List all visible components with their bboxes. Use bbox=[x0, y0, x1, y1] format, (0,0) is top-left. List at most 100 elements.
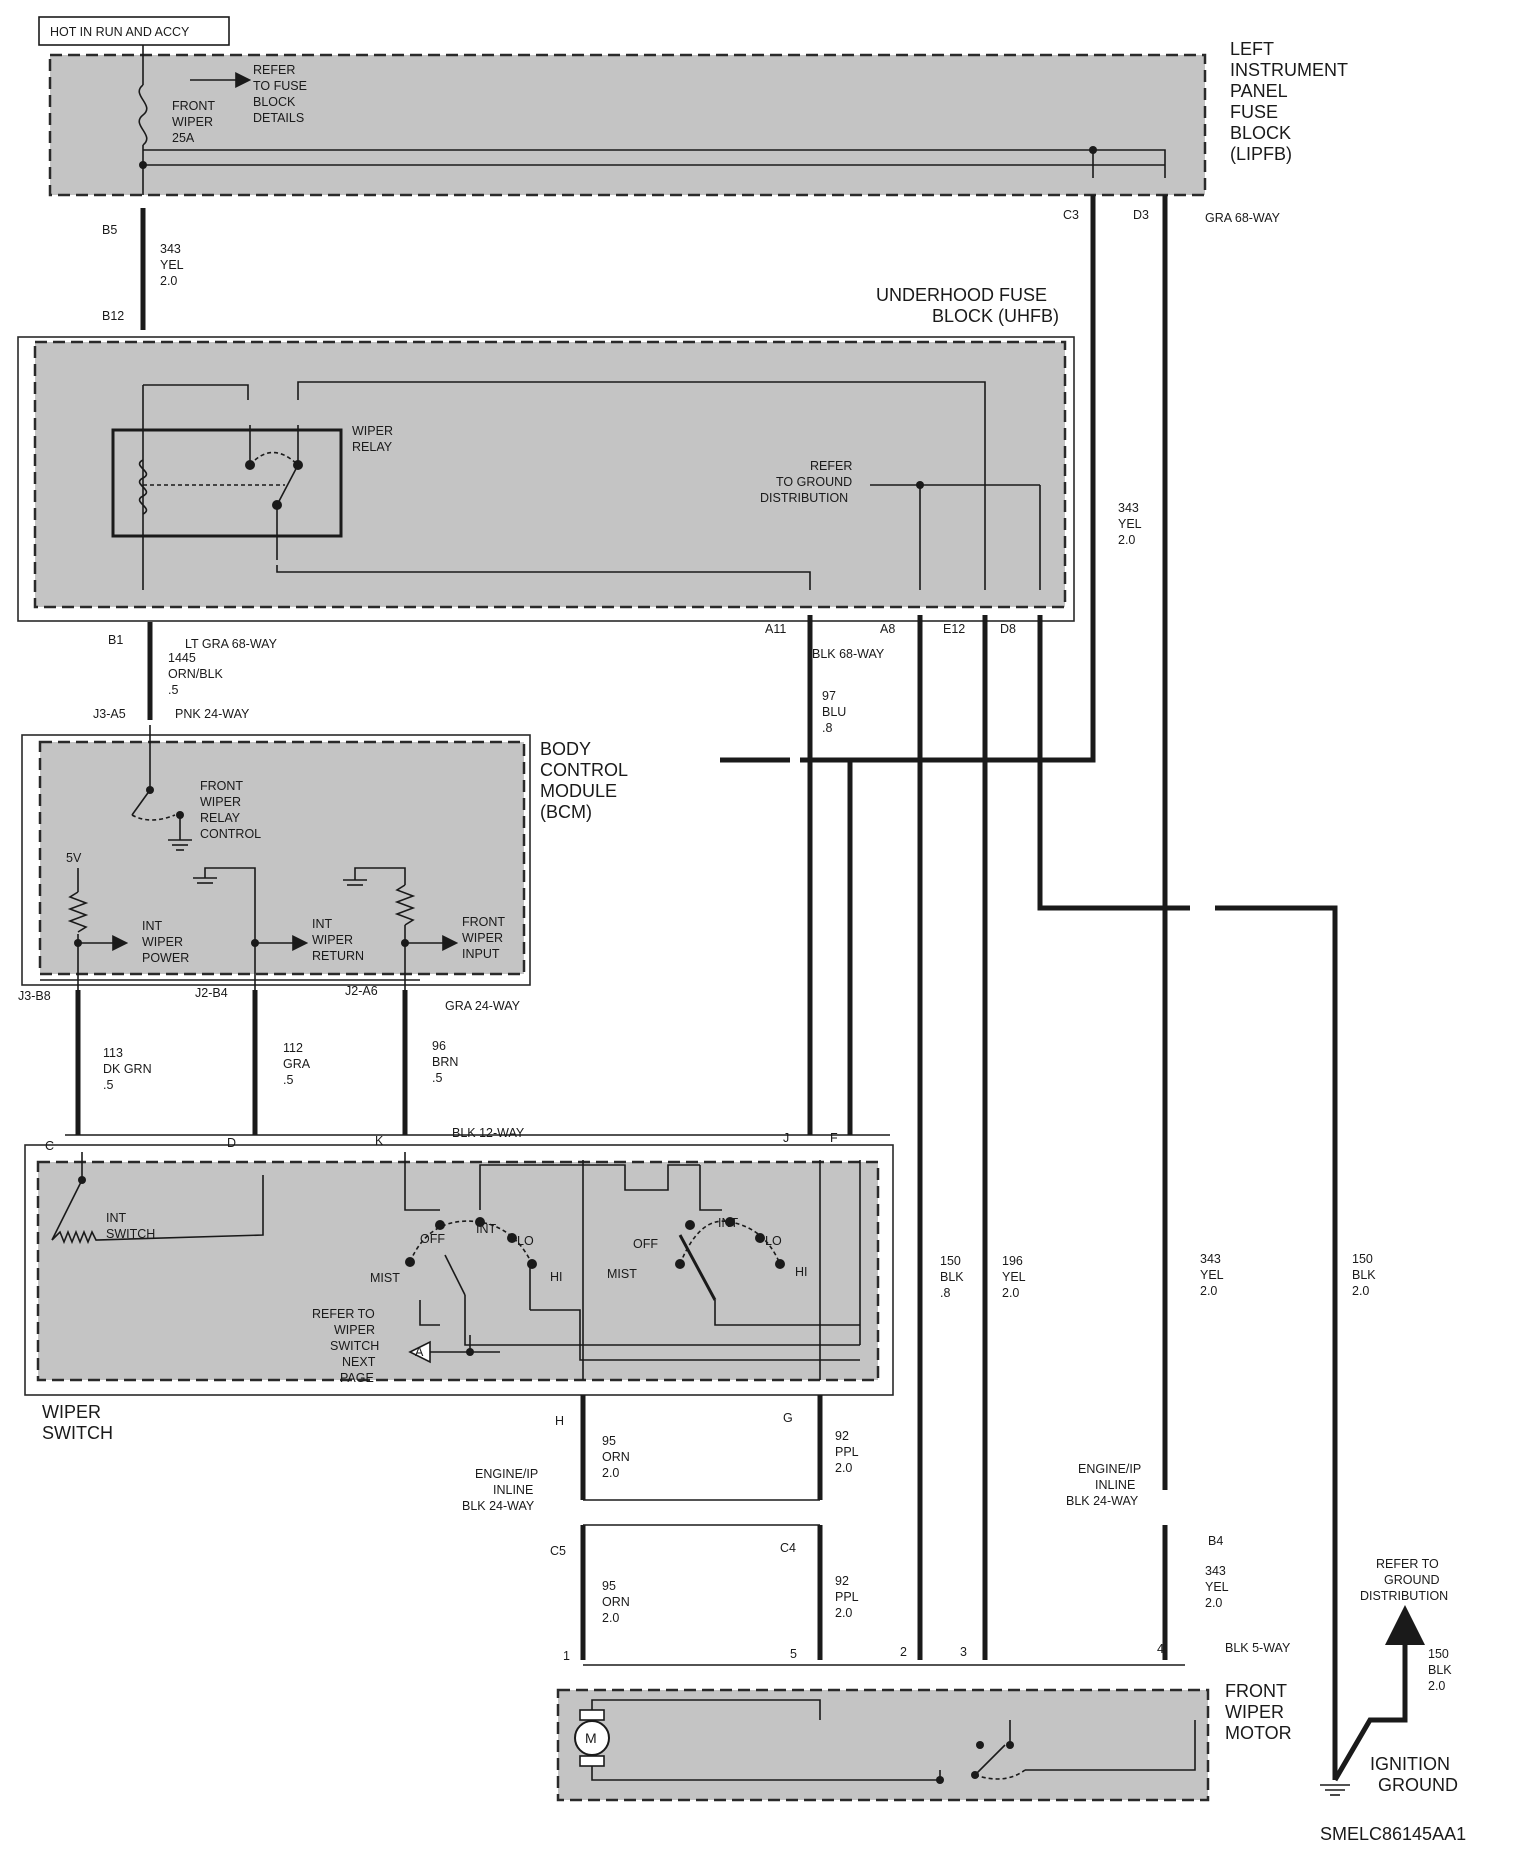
svg-text:1445: 1445 bbox=[168, 651, 196, 665]
svg-text:BLOCK: BLOCK bbox=[253, 95, 296, 109]
svg-text:.5: .5 bbox=[168, 683, 178, 697]
int-switch-label: INT SWITCH bbox=[106, 1211, 155, 1241]
svg-text:INSTRUMENT: INSTRUMENT bbox=[1230, 60, 1348, 80]
svg-text:2.0: 2.0 bbox=[1200, 1284, 1217, 1298]
bcm-block: FRONT WIPER RELAY CONTROL 5V INT WIPER P… bbox=[21, 725, 628, 990]
svg-text:TO GROUND: TO GROUND bbox=[776, 475, 852, 489]
svg-text:TO FUSE: TO FUSE bbox=[253, 79, 307, 93]
svg-text:YEL: YEL bbox=[1002, 1270, 1026, 1284]
svg-text:FRONT: FRONT bbox=[1225, 1681, 1287, 1701]
svg-text:WIPER: WIPER bbox=[200, 795, 241, 809]
5v-label: 5V bbox=[66, 851, 82, 865]
svg-text:RELAY: RELAY bbox=[352, 440, 393, 454]
svg-text:WIPER: WIPER bbox=[462, 931, 503, 945]
svg-text:.8: .8 bbox=[822, 721, 832, 735]
wire-343-bot: 343 YEL 2.0 bbox=[1205, 1564, 1229, 1610]
svg-text:2.0: 2.0 bbox=[160, 274, 177, 288]
svg-text:BLU: BLU bbox=[822, 705, 846, 719]
wire-97: 97 BLU .8 bbox=[822, 689, 846, 735]
svg-text:ORN: ORN bbox=[602, 1595, 630, 1609]
svg-text:LO: LO bbox=[517, 1234, 534, 1248]
wires bbox=[40, 195, 1425, 1796]
svg-text:ENGINE/IP: ENGINE/IP bbox=[1078, 1462, 1141, 1476]
wire-labels: 343 YEL 2.0 343 YEL 2.0 1445 ORN/BLK .5 … bbox=[103, 242, 1452, 1693]
svg-text:150: 150 bbox=[1428, 1647, 1449, 1661]
uhfb-block: WIPER RELAY REFER TO GROUND DISTRIBUTION… bbox=[17, 285, 1075, 622]
svg-text:343: 343 bbox=[1118, 501, 1139, 515]
svg-text:1: 1 bbox=[563, 1649, 570, 1663]
motor-title: FRONT WIPER MOTOR bbox=[1225, 1681, 1292, 1743]
svg-text:2.0: 2.0 bbox=[1002, 1286, 1019, 1300]
wire-1445: 1445 ORN/BLK .5 bbox=[168, 651, 224, 697]
svg-text:RETURN: RETURN bbox=[312, 949, 364, 963]
svg-text:J2-B4: J2-B4 bbox=[195, 986, 228, 1000]
svg-text:96: 96 bbox=[432, 1039, 446, 1053]
svg-text:196: 196 bbox=[1002, 1254, 1023, 1268]
svg-text:(LIPFB): (LIPFB) bbox=[1230, 144, 1292, 164]
relay-control-label: FRONT WIPER RELAY CONTROL bbox=[200, 779, 261, 841]
svg-text:WIPER: WIPER bbox=[312, 933, 353, 947]
svg-text:343: 343 bbox=[160, 242, 181, 256]
svg-text:PPL: PPL bbox=[835, 1590, 859, 1604]
svg-text:2.0: 2.0 bbox=[835, 1461, 852, 1475]
svg-text:MOTOR: MOTOR bbox=[1225, 1723, 1292, 1743]
svg-text:HI: HI bbox=[550, 1270, 563, 1284]
svg-text:SWITCH: SWITCH bbox=[42, 1423, 113, 1443]
blk-68-way: BLK 68-WAY bbox=[812, 647, 885, 661]
svg-text:150: 150 bbox=[1352, 1252, 1373, 1266]
svg-text:B4: B4 bbox=[1208, 1534, 1223, 1548]
svg-text:FRONT: FRONT bbox=[172, 99, 215, 113]
svg-text:WIPER: WIPER bbox=[172, 115, 213, 129]
svg-text:C3: C3 bbox=[1063, 208, 1079, 222]
svg-text:FRONT: FRONT bbox=[200, 779, 243, 793]
ignition-ground-label: IGNITION GROUND bbox=[1370, 1754, 1458, 1795]
svg-text:95: 95 bbox=[602, 1434, 616, 1448]
svg-text:2.0: 2.0 bbox=[1118, 533, 1135, 547]
blk-12-way: BLK 12-WAY bbox=[452, 1126, 525, 1140]
svg-text:G: G bbox=[783, 1411, 793, 1425]
svg-text:H: H bbox=[555, 1414, 564, 1428]
figure-id: SMELC86145AA1 bbox=[1320, 1824, 1466, 1844]
svg-text:5: 5 bbox=[790, 1647, 797, 1661]
svg-text:WIPER: WIPER bbox=[334, 1323, 375, 1337]
wire-112: 112 GRA .5 bbox=[283, 1041, 311, 1087]
svg-text:BLK 24-WAY: BLK 24-WAY bbox=[1066, 1494, 1139, 1508]
svg-text:MIST: MIST bbox=[607, 1267, 637, 1281]
svg-text:YEL: YEL bbox=[1118, 517, 1142, 531]
svg-text:INLINE: INLINE bbox=[1095, 1478, 1135, 1492]
svg-text:3: 3 bbox=[960, 1645, 967, 1659]
svg-text:2.0: 2.0 bbox=[602, 1611, 619, 1625]
int-return-label: INT WIPER RETURN bbox=[312, 917, 364, 963]
svg-text:PPL: PPL bbox=[835, 1445, 859, 1459]
uhfb-title: UNDERHOOD FUSE BLOCK (UHFB) bbox=[876, 285, 1059, 326]
svg-text:92: 92 bbox=[835, 1574, 849, 1588]
svg-text:2.0: 2.0 bbox=[602, 1466, 619, 1480]
wire-92-a: 92 PPL 2.0 bbox=[835, 1429, 859, 1475]
svg-text:BLK: BLK bbox=[940, 1270, 964, 1284]
svg-text:C: C bbox=[45, 1139, 54, 1153]
svg-text:UNDERHOOD FUSE: UNDERHOOD FUSE bbox=[876, 285, 1047, 305]
svg-text:FRONT: FRONT bbox=[462, 915, 505, 929]
svg-text:SWITCH: SWITCH bbox=[330, 1339, 379, 1353]
left-positions: OFF INT LO MIST HI bbox=[370, 1222, 563, 1285]
svg-text:2: 2 bbox=[900, 1645, 907, 1659]
svg-text:B12: B12 bbox=[102, 309, 124, 323]
svg-text:2.0: 2.0 bbox=[835, 1606, 852, 1620]
svg-text:97: 97 bbox=[822, 689, 836, 703]
svg-text:REFER: REFER bbox=[253, 63, 295, 77]
svg-text:.5: .5 bbox=[432, 1071, 442, 1085]
svg-text:POWER: POWER bbox=[142, 951, 189, 965]
svg-text:HOT IN RUN AND ACCY: HOT IN RUN AND ACCY bbox=[50, 25, 190, 39]
svg-text:DISTRIBUTION: DISTRIBUTION bbox=[1360, 1589, 1448, 1603]
svg-text:BLK 24-WAY: BLK 24-WAY bbox=[462, 1499, 535, 1513]
svg-text:J3-B8: J3-B8 bbox=[18, 989, 51, 1003]
svg-text:F: F bbox=[830, 1131, 838, 1145]
refer-wiper-switch-text: REFER TO WIPER SWITCH NEXT PAGE bbox=[312, 1307, 379, 1385]
lipfb-refer-text: REFER TO FUSE BLOCK DETAILS bbox=[253, 63, 307, 125]
svg-text:NEXT: NEXT bbox=[342, 1355, 376, 1369]
lipfb-title: LEFT INSTRUMENT PANEL FUSE BLOCK (LIPFB) bbox=[1230, 39, 1348, 164]
svg-text:C4: C4 bbox=[780, 1541, 796, 1555]
wire-196: 196 YEL 2.0 bbox=[1002, 1254, 1026, 1300]
svg-text:J2-A6: J2-A6 bbox=[345, 984, 378, 998]
gra-24-way: GRA 24-WAY bbox=[445, 999, 521, 1013]
